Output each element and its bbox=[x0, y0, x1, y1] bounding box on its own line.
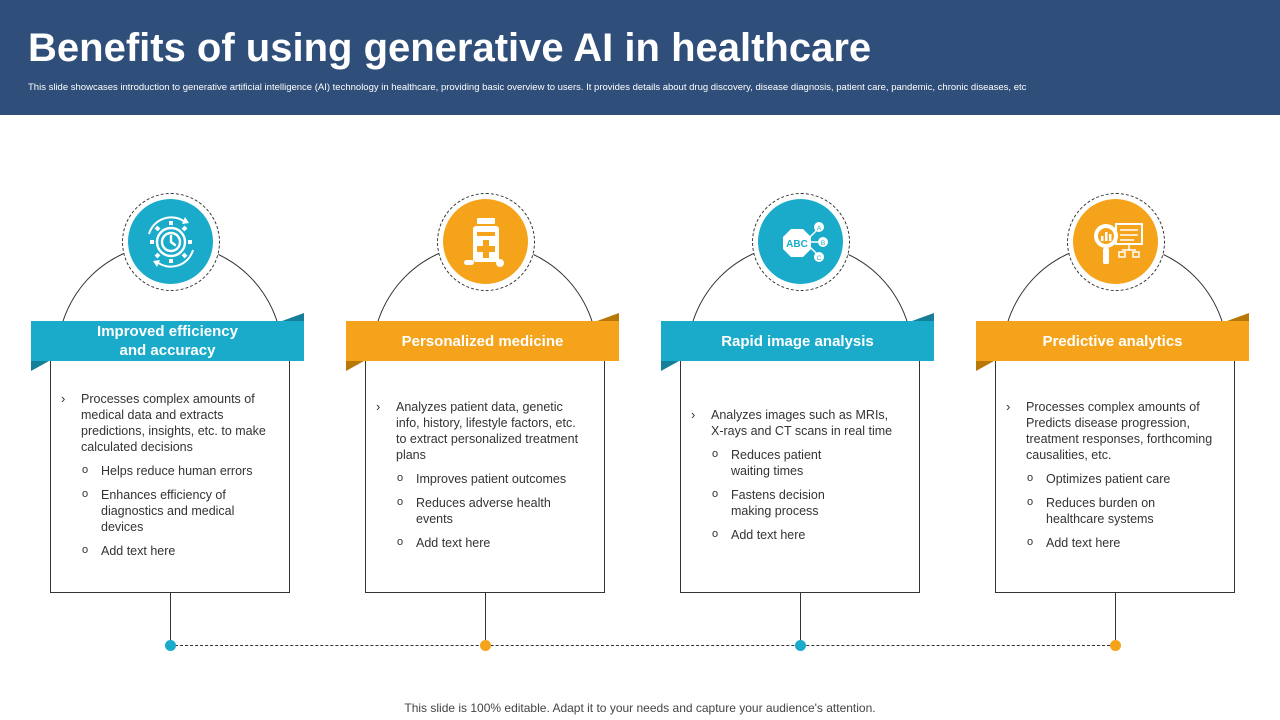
connector-line bbox=[800, 593, 801, 646]
icon-circle bbox=[437, 193, 535, 291]
banner-fold bbox=[661, 361, 679, 371]
timeline-line bbox=[170, 645, 1115, 646]
page-title: Benefits of using generative AI in healt… bbox=[28, 26, 872, 70]
card-title-line: Personalized medicine bbox=[401, 332, 564, 350]
sub-point: Add text here bbox=[691, 526, 901, 543]
main-point: Analyzes images such as MRIs, X-rays and… bbox=[691, 407, 901, 439]
icon-circle bbox=[122, 193, 220, 291]
timeline-dot bbox=[1110, 640, 1121, 651]
magnifier-chart-icon bbox=[1093, 222, 1143, 264]
banner-fold bbox=[912, 313, 934, 321]
medicine-bottle-icon bbox=[463, 217, 504, 267]
sub-point: Add text here bbox=[376, 534, 586, 551]
main-point: Analyzes patient data, genetic info, his… bbox=[376, 399, 586, 463]
sub-point: Improves patient outcomes bbox=[376, 470, 586, 487]
benefit-card-predictive-analytics: Predictive analytics Processes com bbox=[976, 193, 1249, 593]
footer-note: This slide is 100% editable. Adapt it to… bbox=[404, 701, 876, 715]
connector-line bbox=[1115, 593, 1116, 646]
main-point: Processes complex amounts of medical dat… bbox=[61, 391, 271, 455]
benefit-card-personalized-medicine: Personalized medicine Analyzes patient d… bbox=[346, 193, 619, 593]
sub-point: Enhances efficiency of diagnostics and m… bbox=[61, 486, 271, 535]
card-title-banner: Improved efficiency and accuracy bbox=[31, 321, 304, 361]
header-bar: Benefits of using generative AI in healt… bbox=[0, 0, 1280, 115]
banner-fold bbox=[31, 361, 49, 371]
banner-fold bbox=[597, 313, 619, 321]
sub-point: Helps reduce human errors bbox=[61, 462, 271, 479]
sub-point: Reduces burden on healthcare systems bbox=[1006, 494, 1216, 527]
timeline-dot bbox=[795, 640, 806, 651]
abc-network-icon: ABC A B C bbox=[782, 221, 828, 262]
icon-circle bbox=[1067, 193, 1165, 291]
card-content: Processes complex amounts of medical dat… bbox=[61, 391, 271, 567]
card-content: Analyzes images such as MRIs, X-rays and… bbox=[691, 407, 901, 551]
benefit-card-efficiency: Improved efficiency and accuracy Process… bbox=[31, 193, 304, 593]
sub-point: Reduces patient waiting times bbox=[691, 446, 901, 479]
banner-fold bbox=[282, 313, 304, 321]
banner-fold bbox=[1227, 313, 1249, 321]
sub-point: Optimizes patient care bbox=[1006, 470, 1216, 487]
connector-line bbox=[485, 593, 486, 646]
card-title-line: Improved efficiency bbox=[97, 323, 238, 340]
card-content: Analyzes patient data, genetic info, his… bbox=[376, 399, 586, 559]
sub-point: Fastens decision making process bbox=[691, 486, 901, 519]
page-subtitle: This slide showcases introduction to gen… bbox=[28, 82, 1027, 93]
icon-circle: ABC A B C bbox=[752, 193, 850, 291]
benefit-card-image-analysis: Rapid image analysis ABC A B C Analyzes … bbox=[661, 193, 934, 593]
timeline-dot bbox=[480, 640, 491, 651]
banner-fold bbox=[976, 361, 994, 371]
card-title-banner: Predictive analytics bbox=[976, 321, 1249, 361]
card-title-banner: Personalized medicine bbox=[346, 321, 619, 361]
card-title-line: Rapid image analysis bbox=[721, 332, 874, 350]
main-point: Processes complex amounts of Predicts di… bbox=[1006, 399, 1216, 463]
node-label: B bbox=[820, 240, 824, 247]
node-label: A bbox=[816, 225, 821, 232]
card-title-banner: Rapid image analysis bbox=[661, 321, 934, 361]
node-label: C bbox=[816, 255, 821, 262]
sub-point: Reduces adverse health events bbox=[376, 494, 586, 527]
sub-point: Add text here bbox=[61, 542, 271, 559]
gear-clock-icon bbox=[147, 215, 194, 268]
banner-fold bbox=[346, 361, 364, 371]
abc-label: ABC bbox=[786, 239, 808, 250]
card-title-line: and accuracy bbox=[119, 342, 216, 359]
sub-point: Add text here bbox=[1006, 534, 1216, 551]
connector-line bbox=[170, 593, 171, 646]
card-content: Processes complex amounts of Predicts di… bbox=[1006, 399, 1216, 559]
card-title-line: Predictive analytics bbox=[1042, 332, 1183, 350]
timeline-dot bbox=[165, 640, 176, 651]
